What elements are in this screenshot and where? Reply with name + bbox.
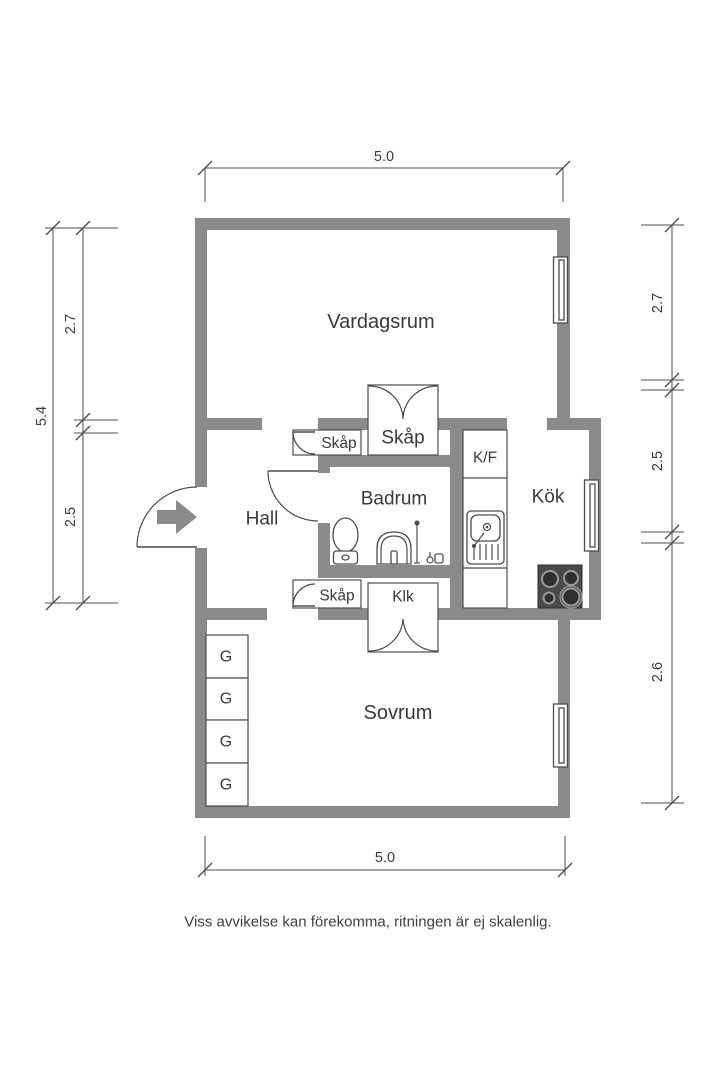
- room-label-living-room: Vardagsrum: [327, 311, 434, 333]
- room-label-kitchen: Kök: [532, 487, 565, 508]
- closet-bottom-small-label: Skåp: [319, 588, 354, 605]
- walk-in-closet: [367, 582, 439, 653]
- entry-arrow-icon: [157, 500, 197, 534]
- closet-top-large-label: Skåp: [381, 428, 424, 449]
- wardrobe-label-1: G: [220, 649, 232, 666]
- closet-bottom-small: [292, 579, 362, 609]
- kitchen-sink-icon: [466, 510, 505, 565]
- wardrobe-label-2: G: [220, 691, 232, 708]
- closet-top-small: [292, 429, 362, 456]
- dimension-top-label: 5.0: [374, 149, 394, 165]
- toilet-icon: [332, 517, 359, 565]
- shower-rail-icon: [414, 520, 420, 564]
- bathroom-door-arc: [267, 470, 319, 522]
- dimension-top: [197, 160, 571, 202]
- dimension-bottom: [197, 836, 573, 878]
- window-icon-living: [552, 256, 569, 324]
- dimension-right-middle-label: 2.5: [650, 451, 666, 471]
- dimension-bottom-label: 5.0: [375, 850, 395, 866]
- dimension-left-lower-label: 2.5: [63, 507, 79, 527]
- wardrobe-boxes: [205, 634, 249, 807]
- closet-top-large: [367, 384, 439, 456]
- room-label-bathroom: Badrum: [361, 489, 428, 510]
- dimension-left: [45, 220, 118, 611]
- room-label-hall: Hall: [246, 509, 279, 530]
- room-label-bedroom: Sovrum: [364, 702, 433, 724]
- entry-door-arc: [136, 486, 198, 548]
- footer-note: Viss avvikelse kan förekomma, ritningen …: [184, 914, 551, 931]
- wardrobe-label-4: G: [220, 777, 232, 794]
- window-icon-bedroom: [552, 703, 569, 768]
- closet-top-small-label: Skåp: [321, 435, 356, 452]
- bathroom-accessories-icon: [426, 552, 444, 564]
- dimension-left-upper-label: 2.7: [63, 314, 79, 334]
- fridge-freezer-label: K/F: [473, 450, 497, 467]
- dimension-left-total-label: 5.4: [34, 406, 50, 426]
- dimension-right-lower-label: 2.6: [650, 662, 666, 682]
- dimension-right: [641, 217, 684, 811]
- wardrobe-label-3: G: [220, 734, 232, 751]
- stove-icon: [537, 564, 583, 609]
- window-icon-kitchen: [583, 479, 600, 552]
- dimension-right-upper-label: 2.7: [650, 293, 666, 313]
- bathroom-sink-icon: [376, 531, 412, 565]
- walk-in-closet-label: Klk: [392, 589, 414, 606]
